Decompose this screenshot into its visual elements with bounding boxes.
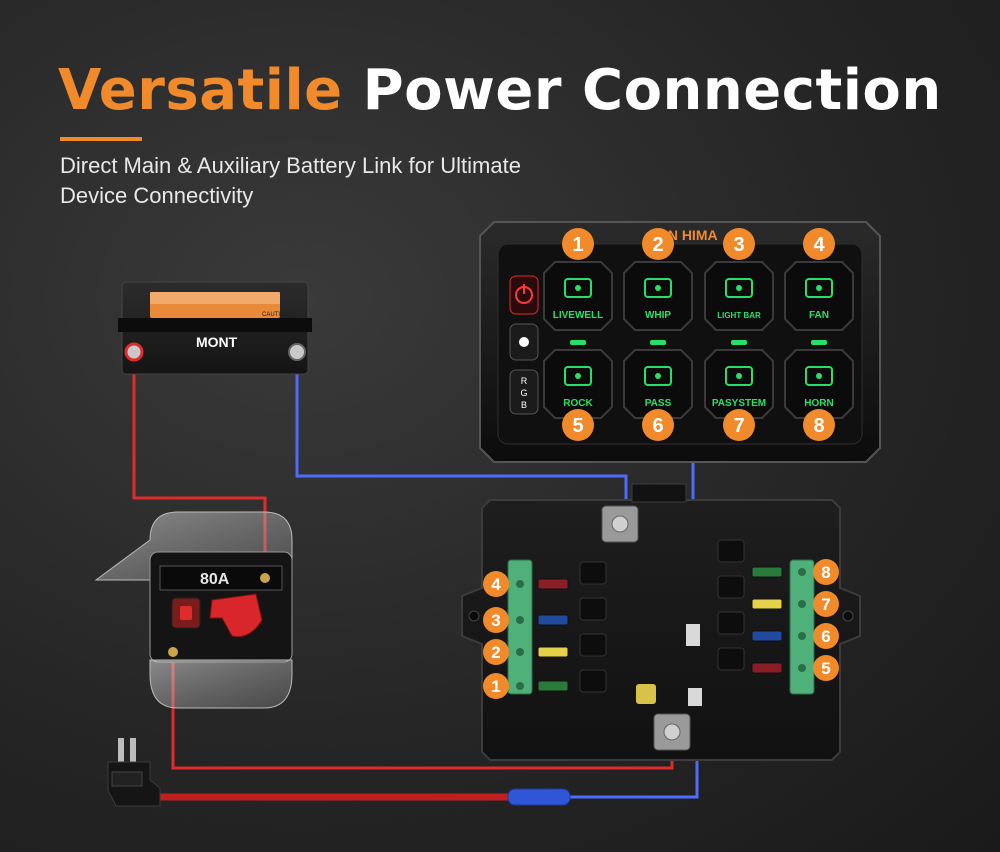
svg-text:4: 4 bbox=[813, 234, 825, 256]
headline-highlight: Versatile bbox=[58, 58, 343, 123]
subtitle-line-2: Device Connectivity bbox=[60, 183, 254, 208]
terminal-left-4: 4 bbox=[483, 571, 569, 597]
svg-text:5: 5 bbox=[821, 659, 830, 678]
svg-text:3: 3 bbox=[733, 234, 744, 256]
switch-whip[interactable]: WHIP 2 bbox=[623, 228, 693, 331]
switch-number-badge: 6 bbox=[642, 409, 674, 441]
svg-text:6: 6 bbox=[821, 627, 830, 646]
terminal-left-2: 2 bbox=[483, 639, 569, 665]
terminal-right-8: 8 bbox=[751, 559, 839, 585]
switch-number-badge: 1 bbox=[562, 228, 594, 260]
battery: CAUTION MONT bbox=[118, 281, 312, 375]
blade-fuse bbox=[537, 680, 569, 692]
terminal-right-5: 5 bbox=[751, 655, 839, 681]
headline-rest: Power Connection bbox=[362, 58, 942, 123]
switch-label: PASYSTEM bbox=[712, 398, 766, 409]
blade-fuse bbox=[751, 566, 783, 578]
switch-pass[interactable]: PASS 6 bbox=[623, 340, 693, 441]
switch-number-badge: 7 bbox=[723, 409, 755, 441]
seat-icon bbox=[644, 366, 672, 386]
switch-label: PASS bbox=[645, 398, 672, 409]
svg-text:8: 8 bbox=[813, 415, 824, 437]
svg-text:7: 7 bbox=[821, 595, 830, 614]
rock-light-icon bbox=[564, 366, 592, 386]
switch-label: HORN bbox=[804, 398, 833, 409]
blade-fuse bbox=[537, 614, 569, 626]
indicator-led bbox=[650, 340, 666, 345]
switch-light-bar[interactable]: LIGHT BAR 3 bbox=[704, 228, 774, 331]
switch-label: FAN bbox=[809, 310, 829, 321]
negative-wire-battery-to-fusebox bbox=[295, 352, 628, 520]
switch-label: ROCK bbox=[563, 398, 593, 409]
svg-text:3: 3 bbox=[491, 611, 500, 630]
breaker-reset-lever bbox=[209, 593, 263, 638]
indicator-led bbox=[731, 340, 747, 345]
switch-label: LIGHT BAR bbox=[717, 311, 761, 320]
terminal-right-6: 6 bbox=[751, 623, 839, 649]
rgb-letter-g: G bbox=[520, 388, 527, 398]
fan-icon bbox=[805, 278, 833, 298]
switch-number-badge: 8 bbox=[803, 409, 835, 441]
svg-text:2: 2 bbox=[491, 643, 500, 662]
switch-pasystem[interactable]: PASYSTEM 7 bbox=[704, 340, 774, 441]
blade-fuse bbox=[751, 662, 783, 674]
breaker-rating: 80A bbox=[200, 571, 230, 588]
terminal-left-1: 1 bbox=[483, 673, 569, 699]
left-terminal-block bbox=[507, 559, 533, 695]
svg-text:8: 8 bbox=[821, 563, 830, 582]
horn-icon bbox=[805, 366, 833, 386]
flag-icon bbox=[644, 278, 672, 298]
circuit-breaker: 80A bbox=[94, 511, 293, 709]
speaker-icon bbox=[725, 366, 753, 386]
rgb-letter-r: R bbox=[521, 376, 528, 386]
svg-text:5: 5 bbox=[572, 415, 583, 437]
svg-text:6: 6 bbox=[652, 415, 663, 437]
battery-caution: CAUTION bbox=[262, 312, 289, 318]
right-terminal-block bbox=[789, 559, 815, 695]
terminal-left-3: 3 bbox=[483, 607, 569, 633]
indicator-led bbox=[570, 340, 586, 345]
switch-fan[interactable]: FAN 4 bbox=[784, 228, 854, 331]
rgb-button[interactable] bbox=[509, 369, 539, 415]
power-button[interactable] bbox=[509, 275, 539, 315]
switch-livewell[interactable]: LIVEWELL 1 bbox=[543, 228, 613, 331]
svg-text:7: 7 bbox=[733, 415, 744, 437]
page-headline: Versatile Power Connection bbox=[58, 58, 942, 123]
blade-fuse bbox=[751, 630, 783, 642]
switch-label: LIVEWELL bbox=[553, 310, 604, 321]
switch-number-badge: 4 bbox=[803, 228, 835, 260]
blade-fuse bbox=[751, 598, 783, 610]
blade-fuse bbox=[537, 646, 569, 658]
headline-underline bbox=[60, 137, 142, 141]
add-a-fuse-tap bbox=[107, 738, 161, 807]
switch-number-badge: 2 bbox=[642, 228, 674, 260]
butt-connector bbox=[507, 788, 571, 806]
battery-brand: MONT bbox=[196, 334, 238, 350]
svg-text:1: 1 bbox=[572, 234, 583, 256]
svg-text:4: 4 bbox=[491, 575, 501, 594]
subtitle-line-1: Direct Main & Auxiliary Battery Link for… bbox=[60, 153, 521, 178]
fuse-box: 4 3 2 1 8 7 6 5 bbox=[461, 483, 861, 761]
battery-negative-terminal bbox=[288, 343, 306, 361]
switch-horn[interactable]: HORN 8 bbox=[784, 340, 854, 441]
page-subtitle: Direct Main & Auxiliary Battery Link for… bbox=[60, 151, 620, 211]
sun-icon bbox=[519, 337, 529, 347]
battery-positive-terminal bbox=[124, 342, 144, 362]
fish-tank-icon bbox=[564, 278, 592, 298]
switch-label: WHIP bbox=[645, 310, 671, 321]
switch-number-badge: 5 bbox=[562, 409, 594, 441]
blade-fuse bbox=[537, 578, 569, 590]
svg-text:2: 2 bbox=[652, 234, 663, 256]
svg-text:1: 1 bbox=[491, 677, 500, 696]
rgb-letter-b: B bbox=[521, 400, 527, 410]
switch-rock[interactable]: ROCK 5 bbox=[543, 340, 613, 441]
light-bar-icon bbox=[725, 278, 753, 298]
terminal-right-7: 7 bbox=[751, 591, 839, 617]
indicator-led bbox=[811, 340, 827, 345]
switch-number-badge: 3 bbox=[723, 228, 755, 260]
